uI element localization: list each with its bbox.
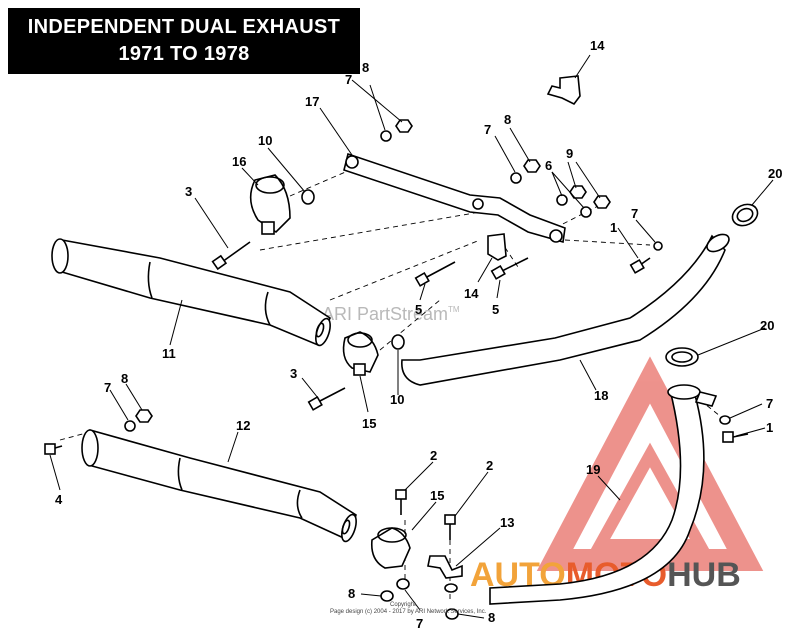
- callout-7-right[interactable]: 7: [631, 206, 638, 221]
- callout-19[interactable]: 19: [586, 462, 600, 477]
- washer-7-bottom[interactable]: [396, 578, 410, 590]
- svg-text:ARI PartStreamTM: ARI PartStreamTM: [322, 304, 460, 324]
- clamp-15-upper[interactable]: [342, 331, 379, 376]
- bolt-1-upper[interactable]: [629, 257, 651, 274]
- bolt-2-right[interactable]: [444, 514, 456, 540]
- clamp-16[interactable]: [249, 174, 291, 235]
- nut-8-left[interactable]: [135, 409, 153, 423]
- bolt-2-left[interactable]: [395, 489, 407, 515]
- callout-7-mid[interactable]: 7: [484, 122, 491, 137]
- bracket-14-lower[interactable]: [487, 233, 507, 261]
- callout-9[interactable]: 9: [566, 146, 573, 161]
- exhaust-pipe-upper[interactable]: [401, 231, 732, 386]
- muffler-lower[interactable]: [81, 429, 359, 543]
- washer-6-a[interactable]: [556, 194, 568, 206]
- callout-17[interactable]: 17: [305, 94, 319, 109]
- copyright-label: Copyright: [390, 602, 416, 608]
- callout-8-bottom-left[interactable]: 8: [348, 586, 355, 601]
- copyright-text: Page design (c) 2004 - 2017 by ARI Netwo…: [330, 609, 487, 615]
- callout-11[interactable]: 11: [162, 346, 176, 361]
- nut-8-mid[interactable]: [523, 159, 541, 173]
- diagram-title-box: INDEPENDENT DUAL EXHAUST 1971 TO 1978: [8, 8, 360, 74]
- washer-7-mid[interactable]: [510, 172, 522, 184]
- callout-8-mid[interactable]: 8: [504, 112, 511, 127]
- callout-2-left[interactable]: 2: [430, 448, 437, 463]
- callout-7-bottom[interactable]: 7: [416, 616, 423, 631]
- callout-16[interactable]: 16: [232, 154, 246, 169]
- diagram-title: INDEPENDENT DUAL EXHAUST: [27, 16, 341, 38]
- washer-7-left[interactable]: [124, 420, 136, 432]
- bolt-1-lower[interactable]: [722, 431, 749, 443]
- bolt-3-lower[interactable]: [307, 387, 346, 411]
- callout-1-lower[interactable]: 1: [766, 420, 773, 435]
- washer-7-right[interactable]: [653, 241, 663, 251]
- nut-9-b[interactable]: [593, 195, 611, 209]
- callout-7-lower-right[interactable]: 7: [766, 396, 773, 411]
- bracket-14-upper[interactable]: [546, 75, 581, 106]
- bolt-5-right[interactable]: [490, 257, 529, 280]
- callout-8-left[interactable]: 8: [121, 371, 128, 386]
- bolt-3-upper[interactable]: [211, 241, 251, 271]
- bolt-5-left[interactable]: [414, 261, 456, 287]
- callout-10-upper[interactable]: 10: [258, 133, 272, 148]
- callout-2-right[interactable]: 2: [486, 458, 493, 473]
- callout-8-bottom-right[interactable]: 8: [488, 610, 495, 625]
- logo-text-hub: HUB: [667, 556, 741, 594]
- callout-14-top[interactable]: 14: [590, 38, 605, 53]
- leader-lines: [49, 54, 774, 619]
- callout-10-lower[interactable]: 10: [390, 392, 404, 407]
- callout-14-lower[interactable]: 14: [464, 286, 479, 301]
- callout-1-upper[interactable]: 1: [610, 220, 617, 235]
- callout-18[interactable]: 18: [594, 388, 608, 403]
- ari-watermark-tm: TM: [448, 305, 460, 314]
- callout-20-upper[interactable]: 20: [768, 166, 782, 181]
- spacer-10-upper[interactable]: [301, 189, 315, 205]
- gasket-lower[interactable]: [665, 347, 699, 367]
- nut-8-bottom-left[interactable]: [380, 590, 394, 602]
- callout-5-left[interactable]: 5: [415, 302, 422, 317]
- clamp-15-lower[interactable]: [370, 527, 411, 569]
- washer-7-lower-right[interactable]: [719, 415, 731, 425]
- exhaust-pipe-lower[interactable]: [489, 384, 718, 605]
- callout-5-right[interactable]: 5: [492, 302, 499, 317]
- washer-bottom-right[interactable]: [444, 583, 458, 593]
- callout-15-upper[interactable]: 15: [362, 416, 376, 431]
- callout-3-upper[interactable]: 3: [185, 184, 192, 199]
- spacer-10-lower[interactable]: [391, 334, 405, 350]
- callout-7-left[interactable]: 7: [104, 380, 111, 395]
- callout-13[interactable]: 13: [500, 515, 514, 530]
- callout-20-lower[interactable]: 20: [760, 318, 774, 333]
- callout-4[interactable]: 4: [55, 492, 63, 507]
- callout-6[interactable]: 6: [545, 158, 552, 173]
- bracket-13[interactable]: [427, 555, 463, 579]
- callout-8-top[interactable]: 8: [362, 60, 369, 75]
- callout-3-lower[interactable]: 3: [290, 366, 297, 381]
- washer-6-b[interactable]: [580, 206, 592, 218]
- diagram-subtitle: 1971 TO 1978: [118, 43, 250, 65]
- nut-9-a[interactable]: [569, 185, 587, 199]
- washer-7-top[interactable]: [380, 130, 392, 142]
- gasket-upper[interactable]: [729, 200, 761, 229]
- crossover-bracket[interactable]: [343, 152, 566, 244]
- logo-triangle-icon: [536, 356, 764, 571]
- bolt-4[interactable]: [44, 443, 63, 455]
- ari-watermark: ARI PartStream: [322, 304, 448, 324]
- muffler-upper[interactable]: [51, 238, 333, 347]
- callouts: 14 8 7 17 10 16 7 8 9 6 20 3 7 1 14 5 5 …: [55, 38, 782, 631]
- callout-15-lower[interactable]: 15: [430, 488, 444, 503]
- callout-12[interactable]: 12: [236, 418, 250, 433]
- callout-7-top[interactable]: 7: [345, 72, 352, 87]
- nut-8-top[interactable]: [395, 119, 413, 133]
